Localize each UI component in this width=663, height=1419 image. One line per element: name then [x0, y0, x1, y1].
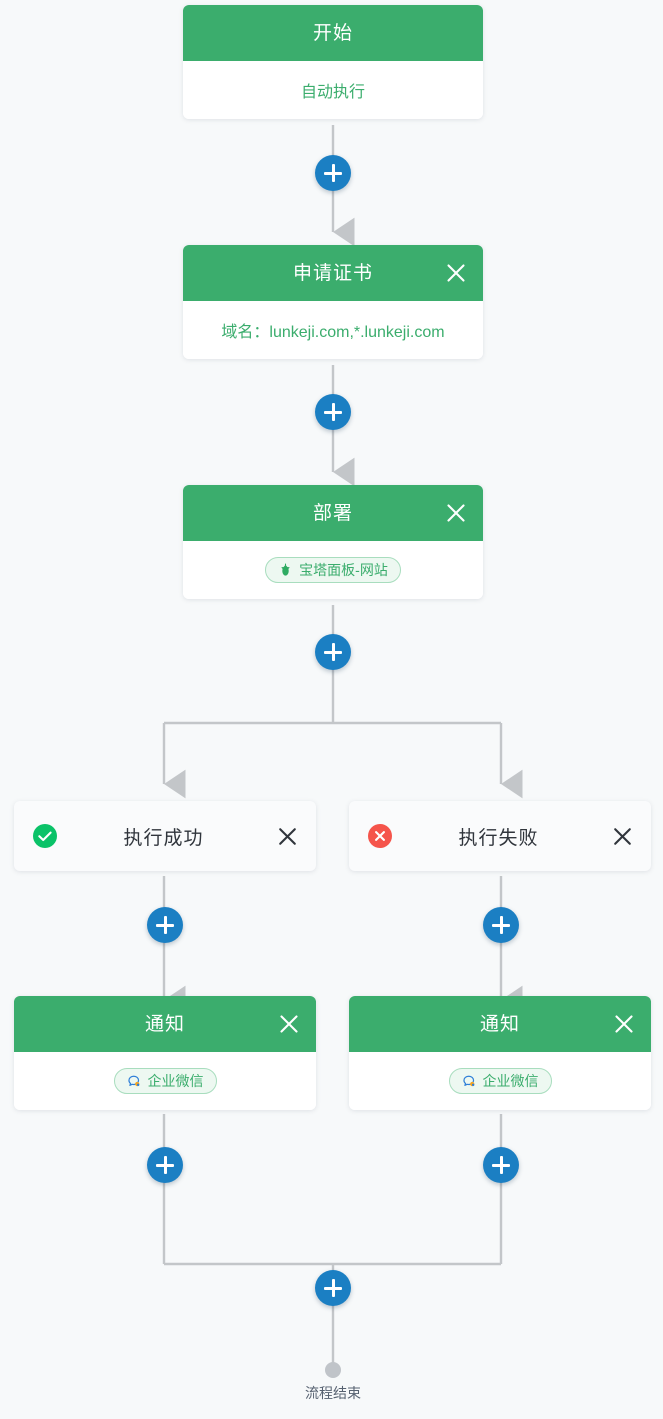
add-step-before-end[interactable] — [315, 1270, 351, 1306]
close-icon[interactable] — [612, 826, 633, 847]
node-start[interactable]: 开始 自动执行 — [183, 5, 483, 119]
node-notify-failure-body: 企业微信 — [349, 1052, 651, 1110]
end-dot-icon — [325, 1362, 341, 1378]
node-apply-certificate[interactable]: 申请证书 域名：lunkeji.com,*.lunkeji.com — [183, 245, 483, 359]
deploy-target-label: 宝塔面板-网站 — [299, 562, 388, 578]
node-apply-certificate-header: 申请证书 — [183, 245, 483, 301]
close-icon[interactable] — [613, 1013, 635, 1035]
node-start-body-text: 自动执行 — [300, 84, 365, 101]
node-execution-success-title: 执行成功 — [123, 827, 204, 849]
add-step-after-notify-right[interactable] — [483, 1147, 519, 1183]
add-step-after-success[interactable] — [147, 907, 183, 943]
add-step-after-deploy[interactable] — [315, 634, 351, 670]
add-step-after-failure[interactable] — [483, 907, 519, 943]
add-step-after-start[interactable] — [315, 155, 351, 191]
node-apply-certificate-title: 申请证书 — [292, 262, 373, 284]
add-step-after-apply-cert[interactable] — [315, 394, 351, 430]
domain-label: 域名： — [221, 324, 270, 341]
wecom-icon — [127, 1074, 142, 1089]
notify-channel-label: 企业微信 — [147, 1073, 204, 1089]
process-end-label: 流程结束 — [305, 1385, 361, 1401]
wecom-icon — [462, 1074, 477, 1089]
check-circle-icon — [32, 823, 58, 849]
notify-channel-tag[interactable]: 企业微信 — [448, 1068, 552, 1094]
node-notify-success-title: 通知 — [144, 1013, 185, 1035]
node-deploy-body: 宝塔面板-网站 — [183, 541, 483, 599]
node-notify-failure[interactable]: 通知 企业微信 — [349, 996, 651, 1110]
node-notify-failure-header: 通知 — [349, 996, 651, 1052]
close-icon[interactable] — [277, 826, 298, 847]
add-step-after-notify-left[interactable] — [147, 1147, 183, 1183]
node-notify-failure-title: 通知 — [479, 1013, 520, 1035]
node-notify-success-header: 通知 — [14, 996, 316, 1052]
node-deploy[interactable]: 部署 宝塔面板-网站 — [183, 485, 483, 599]
node-apply-certificate-body-text: 域名：lunkeji.com,*.lunkeji.com — [221, 318, 444, 342]
node-execution-failure-title: 执行失败 — [458, 827, 539, 849]
close-icon[interactable] — [445, 262, 467, 284]
notify-channel-tag[interactable]: 企业微信 — [113, 1068, 217, 1094]
deploy-target-tag[interactable]: 宝塔面板-网站 — [265, 557, 401, 583]
node-notify-success[interactable]: 通知 企业微信 — [14, 996, 316, 1110]
close-icon[interactable] — [445, 502, 467, 524]
node-execution-success[interactable]: 执行成功 — [14, 801, 316, 871]
node-execution-failure[interactable]: 执行失败 — [349, 801, 651, 871]
notify-channel-label: 企业微信 — [482, 1073, 539, 1089]
node-deploy-title: 部署 — [312, 502, 353, 524]
error-circle-icon — [367, 823, 393, 849]
node-start-title: 开始 — [312, 22, 353, 44]
pagoda-icon — [278, 563, 293, 578]
node-start-body: 自动执行 — [183, 61, 483, 119]
node-start-header: 开始 — [183, 5, 483, 61]
node-apply-certificate-body: 域名：lunkeji.com,*.lunkeji.com — [183, 301, 483, 359]
node-notify-success-body: 企业微信 — [14, 1052, 316, 1110]
close-icon[interactable] — [278, 1013, 300, 1035]
node-deploy-header: 部署 — [183, 485, 483, 541]
domain-value: lunkeji.com,*.lunkeji.com — [269, 324, 445, 341]
